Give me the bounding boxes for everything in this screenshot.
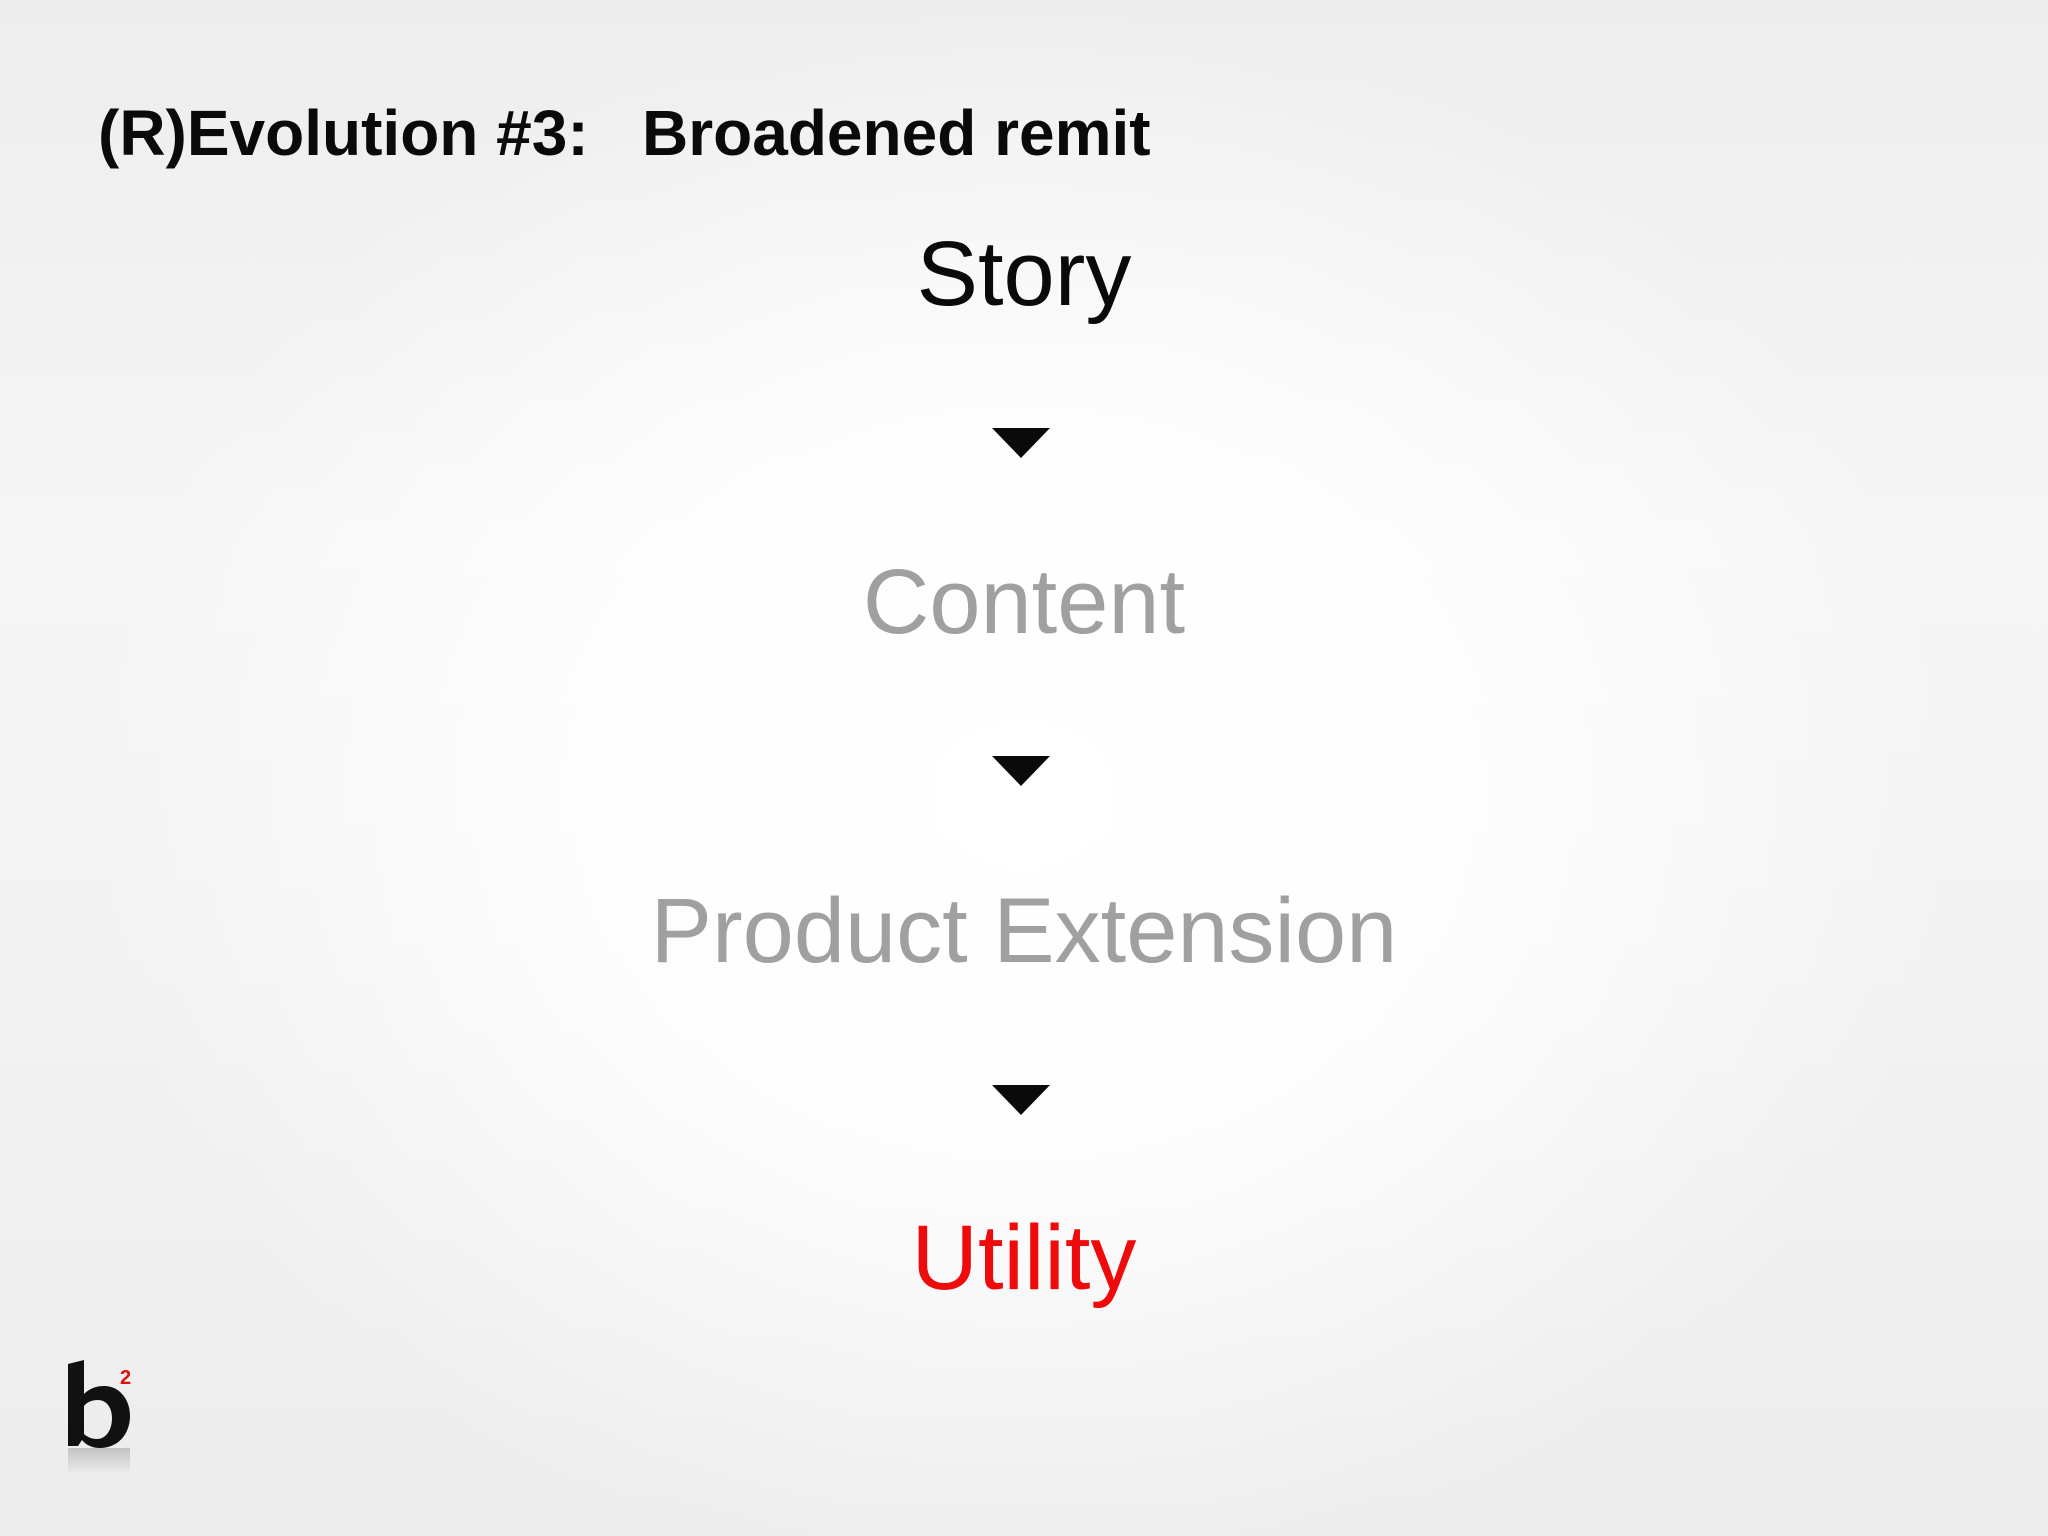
flow-step-utility: Utility (911, 1207, 1137, 1309)
flow-step-product-extension: Product Extension (650, 880, 1398, 982)
svg-text:2: 2 (120, 1367, 131, 1389)
down-arrow-icon (992, 428, 1050, 458)
down-arrow-icon (992, 756, 1050, 786)
flow-step-content: Content (862, 551, 1186, 653)
slide-title: (R)Evolution #3: Broadened remit (98, 97, 1151, 169)
brand-logo: 2 (68, 1360, 131, 1474)
flow-step-story: Story (916, 223, 1132, 325)
down-arrow-icon (992, 1085, 1050, 1115)
